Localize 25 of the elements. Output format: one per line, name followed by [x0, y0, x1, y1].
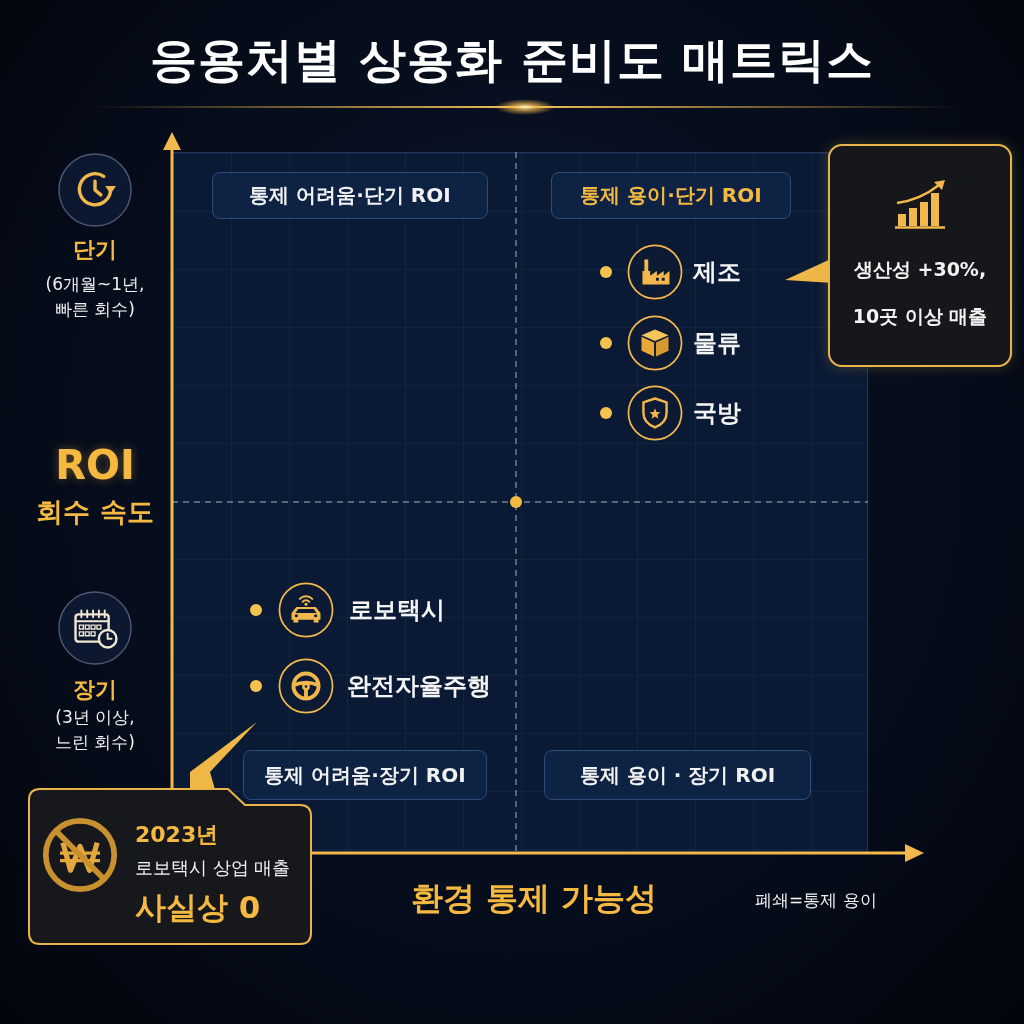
callout-text: 2023년	[135, 821, 219, 849]
callout-text: 사실상 0	[135, 888, 261, 926]
quadrant-label: 통제 어려움·장기 ROI	[243, 750, 487, 800]
axis-end-note: (3년 이상, 느린 회수)	[53, 706, 136, 754]
application-label: 로보택시	[349, 595, 445, 626]
application-label: 국방	[693, 398, 741, 429]
axis-end-label: 단기	[72, 236, 118, 264]
axis-title: 환경 통제 가능성	[409, 878, 659, 918]
axis-end-label: 장기	[72, 676, 118, 704]
quadrant-label: 통제 용이 · 장기 ROI	[544, 750, 811, 800]
application-label: 물류	[693, 328, 741, 359]
quadrant-label: 통제 어려움·단기 ROI	[212, 172, 488, 219]
title: 응용처별 상용화 준비도 매트릭스	[148, 31, 876, 89]
axis-title: ROI	[54, 442, 136, 488]
callout-box	[828, 144, 1012, 367]
axis-note: 폐쇄=통제 용이	[755, 889, 877, 912]
application-label: 완전자율주행	[347, 671, 491, 702]
callout-text: 로보택시 상업 매출	[135, 856, 291, 880]
axis-end-note: (6개월~1년, 빠른 회수)	[44, 273, 146, 321]
axis-title: 회수 속도	[35, 496, 155, 528]
application-label: 제조	[693, 257, 741, 288]
callout-box	[28, 788, 312, 945]
callout-text: 생산성 +30%,	[852, 257, 988, 282]
callout-text: 10곳 이상 매출	[851, 304, 989, 329]
quadrant-label: 통제 용이·단기 ROI	[551, 172, 791, 219]
